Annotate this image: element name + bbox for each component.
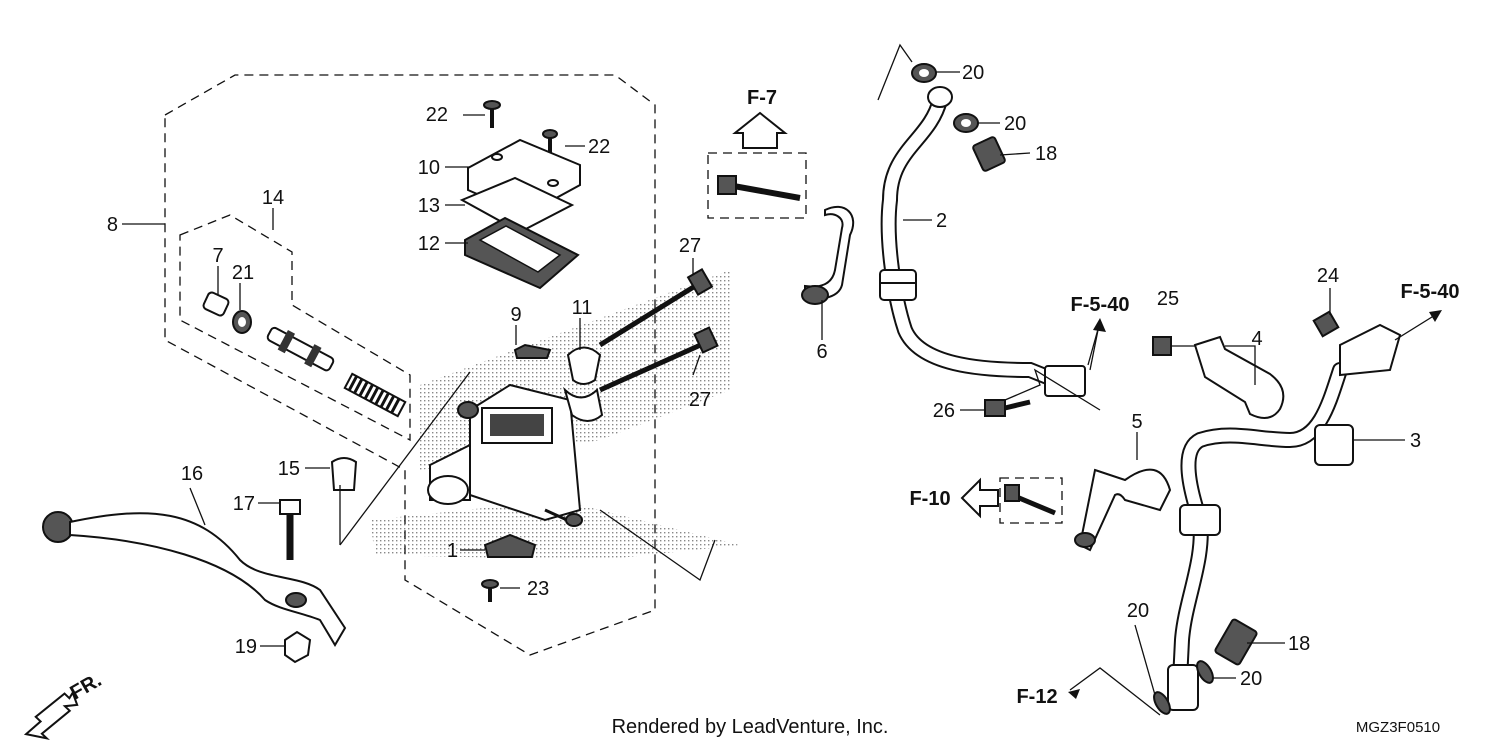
callout-8: 8 (107, 214, 118, 236)
ref-f5-40-right: F-5-40 (1401, 281, 1460, 303)
callout-23: 23 (527, 578, 549, 600)
brake-lever (42, 511, 347, 647)
ref-f12: F-12 (1016, 686, 1057, 708)
callout-25: 25 (1157, 288, 1179, 310)
callout-20a: 20 (962, 62, 984, 84)
holder-bolts (598, 267, 719, 393)
pivot-boot-15 (330, 457, 358, 491)
bolt-25 (1152, 336, 1172, 356)
callout-2: 2 (936, 210, 947, 232)
callout-26: 26 (933, 400, 955, 422)
front-stop-switch (483, 533, 537, 558)
callout-20c: 20 (1127, 600, 1149, 622)
callout-19: 19 (235, 636, 257, 658)
leader-lines (122, 43, 1441, 716)
callout-22b: 22 (588, 136, 610, 158)
callout-10: 10 (418, 157, 440, 179)
callout-15: 15 (278, 458, 300, 480)
callout-11: 11 (572, 297, 593, 319)
arrow-up-f540a (1087, 318, 1106, 366)
screw-22-left (483, 100, 501, 128)
callout-3: 3 (1410, 430, 1421, 452)
arrow-f12 (1068, 689, 1080, 699)
ref-f5-40-left: F-5-40 (1071, 294, 1130, 316)
callout-18b: 18 (1288, 633, 1310, 655)
master-cylinder-body (427, 383, 583, 527)
brake-hose-3 (1167, 323, 1402, 711)
callout-16: 16 (181, 463, 203, 485)
washer-20-c (1153, 691, 1171, 715)
callout-6: 6 (816, 341, 827, 363)
callout-24: 24 (1317, 265, 1339, 287)
piston-kit-outline (179, 214, 411, 442)
bolt-26 (984, 399, 1031, 417)
callout-labels: 22 22 10 13 12 8 14 7 21 9 11 27 27 15 1… (107, 62, 1421, 690)
footer-credit: Rendered by LeadVenture, Inc. (612, 716, 889, 738)
f10-dashed-box (999, 477, 1063, 524)
callout-9: 9 (510, 304, 521, 326)
holder-clamp (563, 346, 604, 422)
callout-27a: 27 (679, 235, 701, 257)
f7-dashed-box (707, 152, 807, 219)
brake-switch-9 (513, 343, 552, 359)
callout-5: 5 (1131, 411, 1142, 433)
arrow-f540b (1429, 310, 1442, 322)
bolt-24 (1312, 310, 1340, 338)
oil-bolt-18-bottom (1214, 618, 1258, 666)
callout-22a: 22 (426, 104, 448, 126)
callout-1: 1 (447, 540, 458, 562)
piston-kit-parts (202, 291, 407, 418)
washer-20-d (1196, 660, 1214, 684)
callout-27b: 27 (689, 389, 711, 411)
callout-12: 12 (418, 233, 440, 255)
ref-f10: F-10 (909, 488, 950, 510)
pivot-nut-19 (284, 630, 312, 664)
front-arrow-icon (23, 690, 79, 741)
callout-21: 21 (232, 262, 254, 284)
ref-f7: F-7 (747, 87, 777, 109)
pivot-bolt-17 (279, 499, 301, 560)
brake-hose-2 (879, 86, 1086, 397)
callout-17: 17 (233, 493, 255, 515)
callout-20b: 20 (1004, 113, 1026, 135)
callout-4: 4 (1251, 328, 1262, 350)
arrow-up-f7 (732, 111, 788, 149)
clamp-6 (717, 175, 855, 305)
oil-bolt-18-top (972, 136, 1006, 172)
screw-23 (481, 579, 499, 602)
callout-13: 13 (418, 195, 440, 217)
clamp-stay-4 (1193, 335, 1285, 419)
diagram-code: MGZ3F0510 (1356, 719, 1440, 736)
callout-20d: 20 (1240, 668, 1262, 690)
clamp-stay-5 (1004, 468, 1172, 552)
callout-14: 14 (262, 187, 284, 209)
callout-7: 7 (212, 245, 223, 267)
arrow-left-f10 (960, 477, 999, 519)
master-cylinder-group-outline (164, 74, 656, 656)
callout-18a: 18 (1035, 143, 1057, 165)
